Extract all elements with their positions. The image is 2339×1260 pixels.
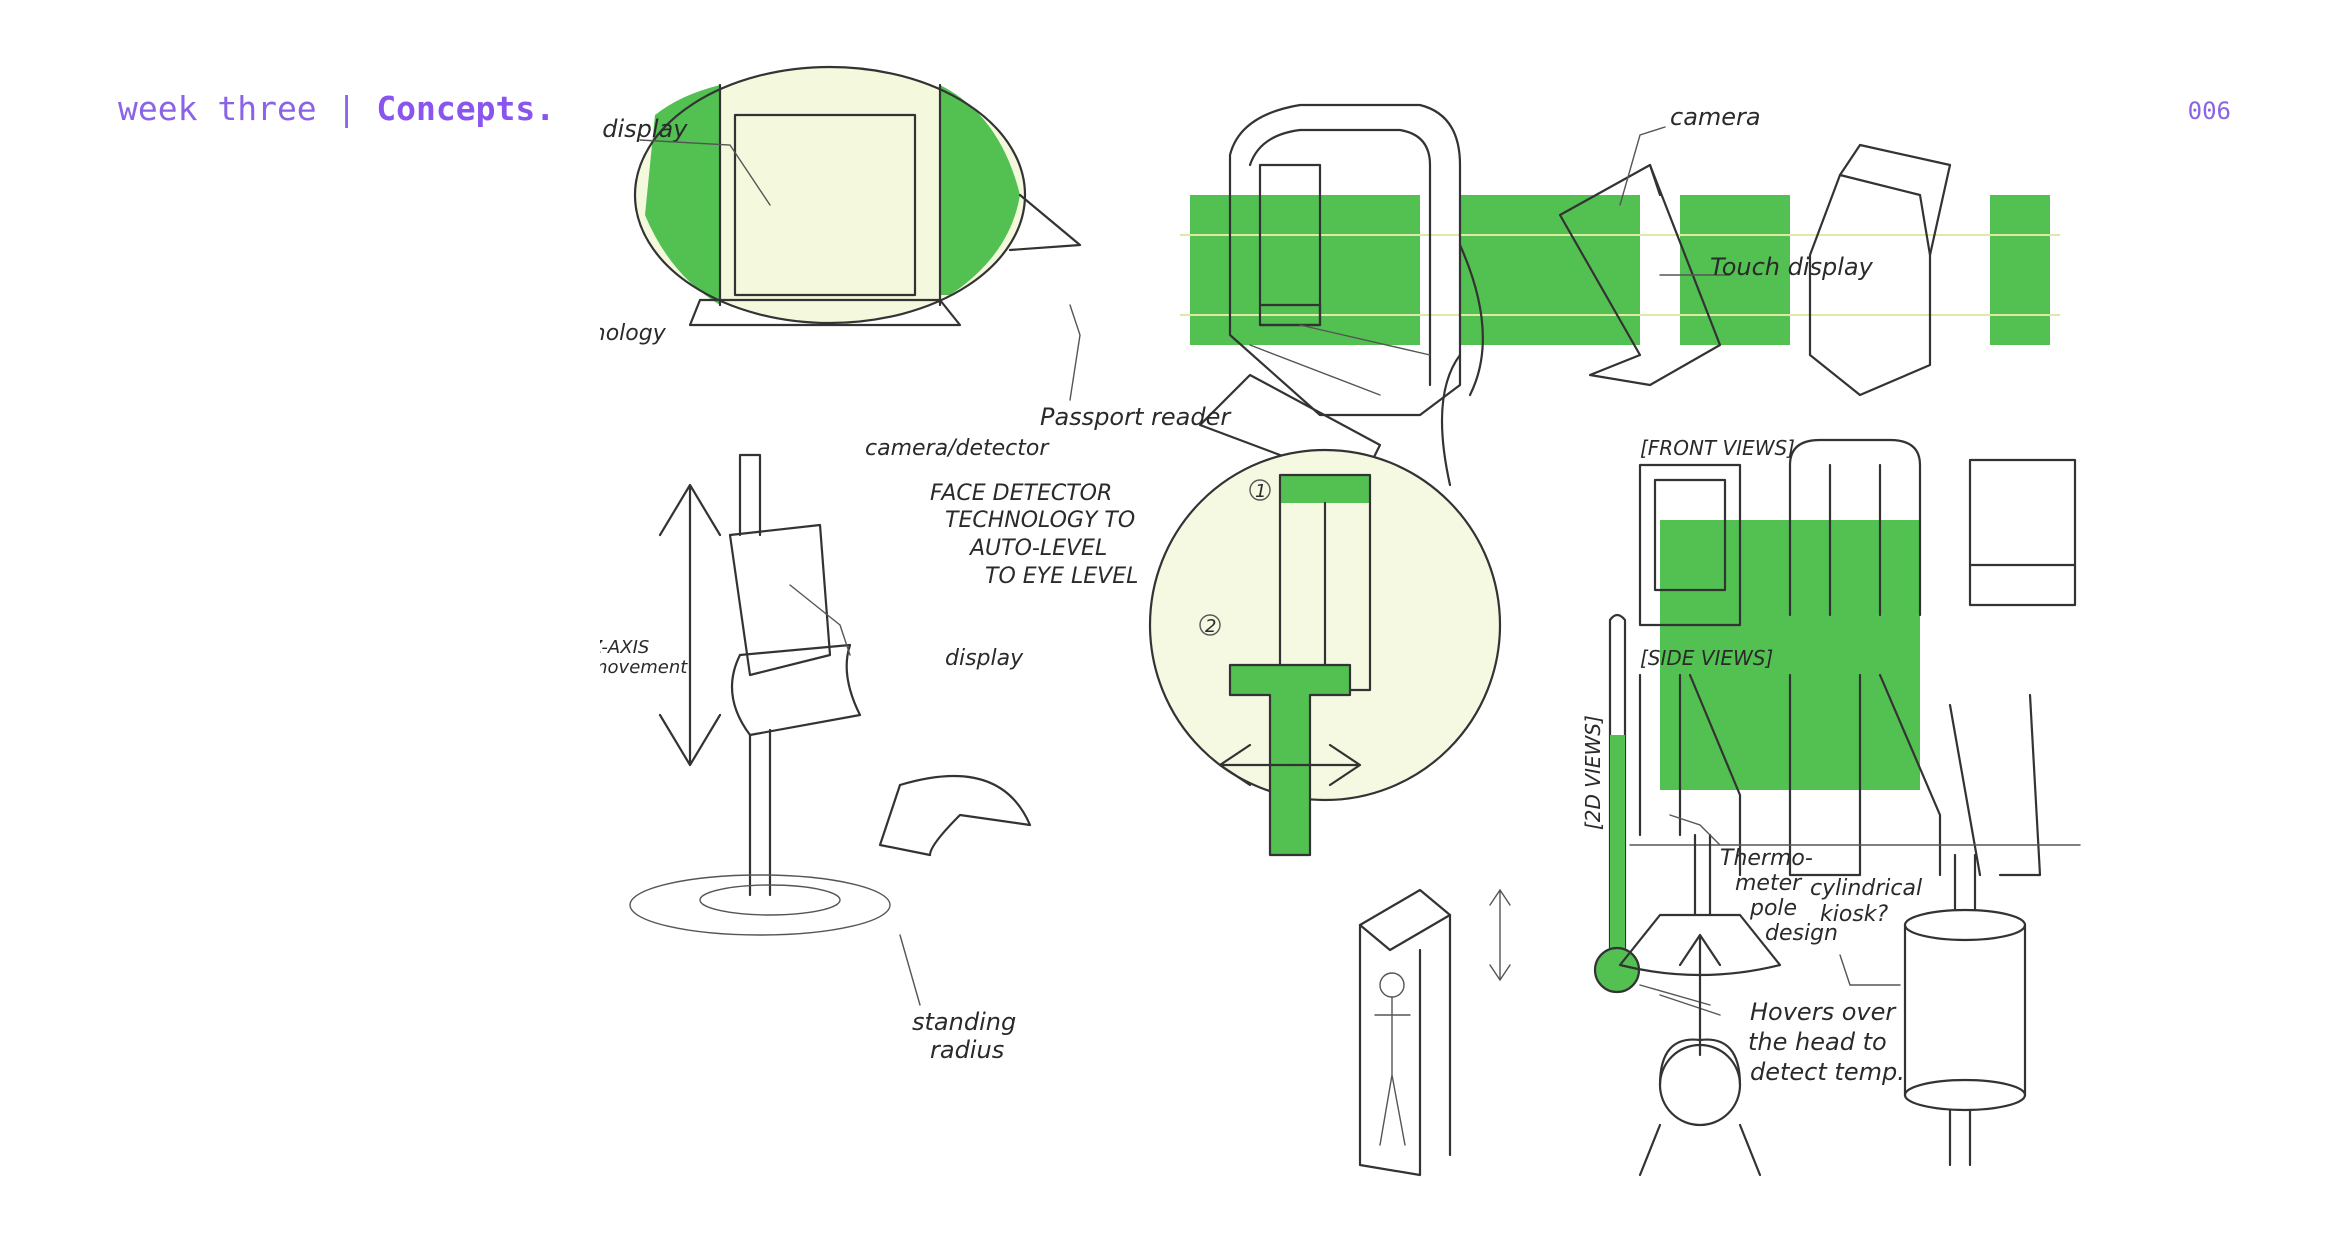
label-hovers-line-3: detect temp. bbox=[1750, 1058, 1905, 1086]
sketch-touch-kiosk bbox=[1558, 143, 1952, 397]
sketch-cylindrical-kiosk bbox=[1839, 853, 2027, 1167]
label-standing-line-2: radius bbox=[930, 1036, 1004, 1064]
week-label: week three bbox=[118, 89, 317, 128]
concept-sketch-illustration: digital display NFC Technology Passport … bbox=[600, 55, 2160, 1190]
label-thermometer-line-1: Thermo- bbox=[1720, 846, 1813, 871]
sketch-display-closeup bbox=[633, 65, 1082, 327]
header-separator: | bbox=[336, 89, 357, 128]
label-camera-detector: camera/detector bbox=[865, 436, 1050, 461]
label-z-axis-line-2: movement bbox=[600, 657, 688, 678]
label-hovers-line-2: the head to bbox=[1748, 1028, 1887, 1056]
label-hovers-line-1: Hovers over bbox=[1750, 998, 1897, 1026]
label-cylindrical-line-1: cylindrical bbox=[1810, 876, 1922, 901]
label-standing-line-1: standing bbox=[912, 1008, 1016, 1036]
sketch-annotations: digital display NFC Technology Passport … bbox=[600, 103, 1922, 1086]
label-cylindrical-line-2: kiosk? bbox=[1820, 902, 1889, 927]
label-thermometer-line-3: pole bbox=[1749, 896, 1797, 921]
sketch-arch-kiosk bbox=[1180, 103, 2060, 487]
sketch-pole-kiosk bbox=[629, 453, 1032, 936]
label-touch-display: Touch display bbox=[1710, 253, 1874, 281]
label-step-2: 2 bbox=[1205, 616, 1216, 637]
label-digital-display: digital display bbox=[600, 115, 688, 143]
label-display: display bbox=[945, 646, 1024, 671]
label-side-views: [SIDE VIEWS] bbox=[1640, 646, 1773, 670]
sketch-2d-views bbox=[1629, 438, 2081, 877]
label-z-axis-line-1: Z-AXIS bbox=[600, 637, 649, 658]
label-face-detector-line-2: TECHNOLOGY TO bbox=[945, 508, 1135, 533]
label-step-1: 1 bbox=[1255, 481, 1266, 502]
page-number: 006 bbox=[2187, 97, 2231, 125]
sketch-hover-dome bbox=[1618, 833, 1782, 1177]
label-thermometer-line-4: design bbox=[1765, 921, 1838, 946]
label-thermometer-line-2: meter bbox=[1735, 871, 1803, 896]
label-nfc-technology: NFC Technology bbox=[600, 321, 667, 346]
label-passport-reader: Passport reader bbox=[1040, 403, 1232, 431]
label-face-detector-line-3: AUTO-LEVEL bbox=[968, 536, 1107, 561]
sketch-thermometer-pole bbox=[1593, 613, 1721, 1016]
label-camera: camera bbox=[1670, 103, 1761, 131]
label-front-views: [FRONT VIEWS] bbox=[1640, 436, 1795, 460]
label-face-detector-line-4: TO EYE LEVEL bbox=[985, 564, 1138, 589]
label-2d-views: [2D VIEWS] bbox=[1581, 715, 1605, 830]
concept-sketch-svg: digital display NFC Technology Passport … bbox=[600, 65, 2081, 1177]
slide-header: week three | Concepts. bbox=[118, 84, 555, 134]
sketch-footplate-closeup bbox=[1148, 353, 1502, 857]
label-face-detector-line-1: FACE DETECTOR bbox=[930, 481, 1112, 506]
sketch-booth-figure bbox=[1358, 888, 1511, 1177]
slide-title: Concepts. bbox=[376, 89, 556, 128]
